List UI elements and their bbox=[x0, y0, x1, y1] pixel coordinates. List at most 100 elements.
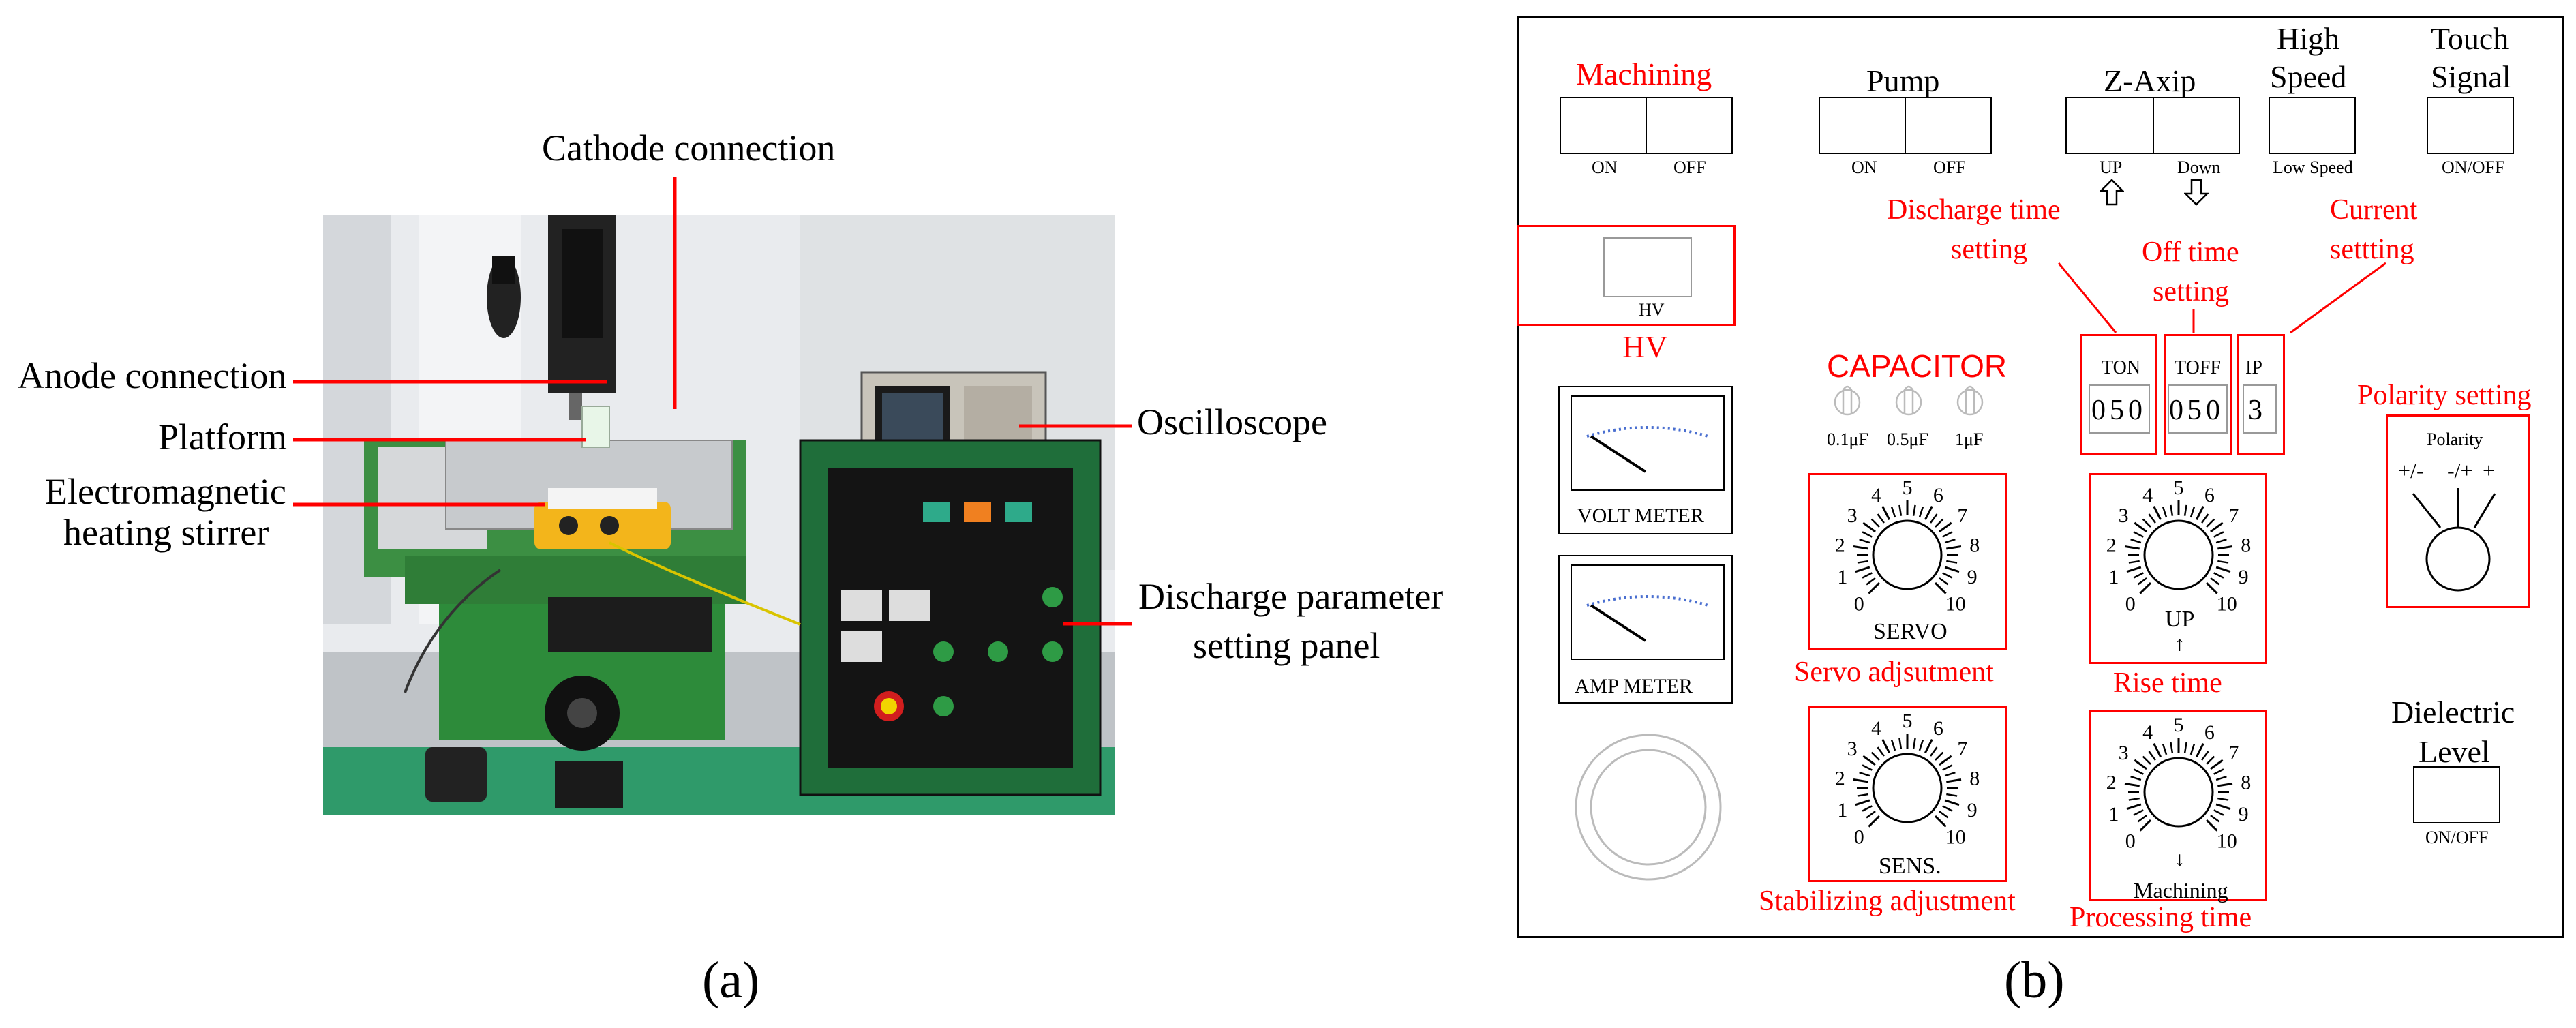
dial-tick bbox=[2148, 513, 2156, 524]
dial-tick bbox=[1924, 506, 1933, 521]
dial-tick-label: 0 bbox=[1854, 826, 1864, 849]
dial-tick-label: 4 bbox=[2142, 721, 2153, 744]
dial-tick-label: 10 bbox=[1945, 826, 1966, 849]
dial-tick bbox=[2217, 783, 2233, 787]
servo-caption: Servo adjsutment bbox=[1794, 656, 1994, 688]
capacitor-value-3: 1μF bbox=[1955, 429, 1984, 449]
dial-tick bbox=[2139, 819, 2152, 832]
dial-tick bbox=[2195, 743, 2204, 758]
dial-tick bbox=[2130, 538, 2142, 544]
dial-tick bbox=[2124, 545, 2140, 550]
ton-label-text: TON bbox=[2102, 357, 2141, 378]
dial-tick-label: 3 bbox=[1847, 504, 1858, 527]
dial-knob[interactable] bbox=[2143, 757, 2214, 828]
dial-tick bbox=[1930, 746, 1938, 757]
dial-knob[interactable] bbox=[2143, 519, 2214, 590]
dielectric-title-line2: Level bbox=[2419, 734, 2490, 769]
dial-tick bbox=[1862, 572, 1873, 579]
dial-tick bbox=[1898, 738, 1903, 749]
dial-tick bbox=[1912, 738, 1916, 749]
dial-tick bbox=[1942, 572, 1953, 579]
dial-tick-label: 9 bbox=[2239, 803, 2249, 826]
capacitor-value-1: 0.1μF bbox=[1827, 429, 1868, 449]
servo-frame bbox=[1808, 473, 2007, 650]
pump-on-switch[interactable] bbox=[1819, 97, 1906, 154]
dial-tick bbox=[2142, 518, 2151, 528]
dial-tick bbox=[1939, 521, 1952, 533]
dial-tick-label: 3 bbox=[2119, 504, 2129, 527]
dial-tick bbox=[2217, 560, 2229, 564]
dial-tick-label: 10 bbox=[2217, 830, 2237, 853]
dial-tick bbox=[2210, 521, 2224, 533]
dielectric-title-line1: Dielectric bbox=[2391, 695, 2515, 729]
dial-tick bbox=[1853, 778, 1868, 783]
discharge-time-line2: setting bbox=[1951, 234, 2027, 265]
hv-inner-label: HV bbox=[1639, 300, 1665, 320]
dial-tick bbox=[1877, 746, 1885, 757]
toff-value[interactable]: 050 bbox=[2169, 395, 2224, 426]
sens-label: SENS. bbox=[1879, 853, 1941, 879]
dial-knob[interactable] bbox=[1872, 519, 1943, 590]
main-knob-ring[interactable] bbox=[1572, 731, 1725, 883]
dial-tick-label: 7 bbox=[1957, 738, 1967, 760]
touch-signal-sub: ON/OFF bbox=[2442, 157, 2505, 177]
polarity-knob[interactable] bbox=[2386, 477, 2530, 607]
label-platform: Platform bbox=[158, 417, 287, 457]
rise-caption: Rise time bbox=[2113, 667, 2222, 699]
dial-tick bbox=[1855, 566, 1870, 573]
current-line2: settting bbox=[2330, 234, 2414, 265]
dial-tick bbox=[2201, 751, 2209, 761]
dial-tick-label: 2 bbox=[2106, 771, 2117, 793]
dial-tick-label: 6 bbox=[2204, 484, 2215, 507]
dial-tick-label: 7 bbox=[1957, 504, 1967, 527]
high-speed-switch[interactable] bbox=[2269, 97, 2356, 154]
servo-label: SERVO bbox=[1873, 619, 1948, 644]
dial-tick-label: 1 bbox=[1837, 799, 1847, 821]
dial-tick bbox=[2195, 506, 2204, 521]
dial-tick bbox=[2189, 744, 2196, 755]
machining-off-switch[interactable] bbox=[1646, 97, 1733, 154]
dial-tick bbox=[1890, 507, 1896, 518]
dial-tick bbox=[1868, 581, 1881, 594]
machining-on-switch[interactable] bbox=[1560, 97, 1647, 154]
dial-tick bbox=[2213, 572, 2224, 579]
dial-tick-label: 5 bbox=[1903, 710, 1913, 732]
dielectric-switch[interactable] bbox=[2413, 766, 2500, 823]
dial-tick bbox=[1942, 764, 1953, 771]
dial-tick bbox=[1946, 545, 1962, 550]
dial-tick bbox=[1862, 531, 1873, 538]
pump-off-switch[interactable] bbox=[1905, 97, 1992, 154]
label-stirrer-line2: heating stirrer bbox=[63, 512, 269, 553]
dial-tick-label: 3 bbox=[2119, 742, 2129, 764]
polarity-opt2: -/+ bbox=[2447, 458, 2473, 483]
zaxis-down-switch[interactable] bbox=[2153, 97, 2240, 154]
dial-tick bbox=[2215, 566, 2231, 573]
volt-meter-label: VOLT METER bbox=[1577, 504, 1704, 527]
dial-tick bbox=[1866, 811, 1876, 819]
ton-value[interactable]: 050 bbox=[2091, 395, 2147, 426]
touch-signal-switch[interactable] bbox=[2427, 97, 2514, 154]
dial-knob[interactable] bbox=[1872, 753, 1943, 823]
dial-tick bbox=[1862, 521, 1876, 533]
up-arrow-icon bbox=[2100, 179, 2124, 206]
capacitor-toggle-icons[interactable] bbox=[1834, 382, 1984, 423]
dial-tick-label: 6 bbox=[2204, 721, 2215, 744]
caption-b: (b) bbox=[2004, 952, 2065, 1009]
toff-frame bbox=[2164, 334, 2232, 455]
hv-frame bbox=[1517, 225, 1736, 326]
hv-switch[interactable] bbox=[1603, 237, 1692, 297]
dial-tick bbox=[2189, 507, 2196, 518]
ip-value[interactable]: 3 bbox=[2248, 395, 2262, 426]
dial-tick bbox=[1857, 560, 1868, 564]
dial-tick bbox=[1946, 793, 1958, 797]
current-line1: Current bbox=[2330, 194, 2418, 226]
dial-tick bbox=[2153, 743, 2162, 758]
dial-tick bbox=[2205, 819, 2218, 832]
dial-tick bbox=[2134, 521, 2147, 533]
zaxis-up-switch[interactable] bbox=[2065, 97, 2154, 154]
zaxis-title: Z-Axip bbox=[2104, 63, 2196, 98]
